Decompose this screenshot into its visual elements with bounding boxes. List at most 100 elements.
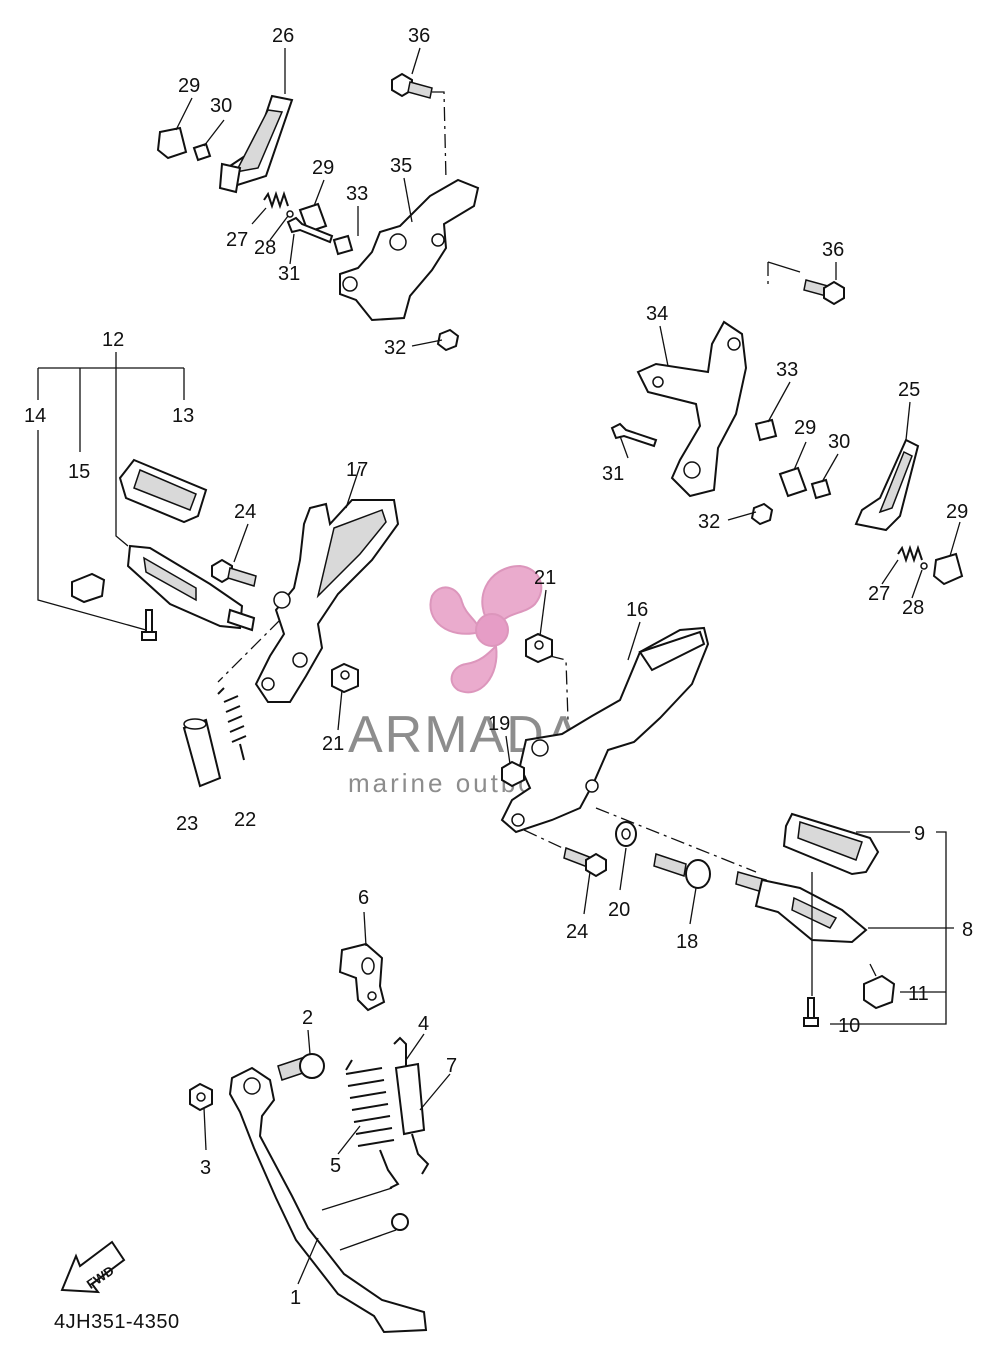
ball-28-top bbox=[286, 210, 294, 218]
spring-5 bbox=[345, 1059, 400, 1189]
callout-7: 7 bbox=[446, 1055, 457, 1077]
washer-20 bbox=[615, 821, 637, 847]
callout-28-right: 28 bbox=[902, 597, 924, 619]
plate-29-top-left bbox=[156, 126, 188, 160]
footrest-rubber-13 bbox=[118, 458, 208, 524]
plate-29-right bbox=[778, 466, 808, 498]
callout-33-right: 33 bbox=[776, 359, 798, 381]
callout-32-top: 32 bbox=[384, 337, 406, 359]
callout-33-top: 33 bbox=[346, 183, 368, 205]
callout-27-top: 27 bbox=[226, 229, 248, 251]
callout-labels: 26 36 29 30 29 35 33 27 28 31 32 36 34 3… bbox=[24, 25, 973, 1309]
plug-11 bbox=[863, 974, 896, 1010]
spring-22 bbox=[217, 687, 247, 761]
spring-4 bbox=[393, 1036, 430, 1175]
bolt-31-right bbox=[610, 422, 658, 448]
bolt-2 bbox=[277, 1053, 325, 1081]
plate-29-right-lower bbox=[932, 552, 964, 586]
damper-33-top bbox=[332, 234, 354, 256]
callout-9: 9 bbox=[914, 823, 925, 845]
bolt-36-top bbox=[391, 72, 433, 99]
bolt-10 bbox=[803, 997, 819, 1027]
propeller-logo-icon bbox=[429, 564, 543, 694]
bolt-36-right bbox=[803, 279, 845, 306]
callout-31-top: 31 bbox=[278, 263, 300, 285]
nut-32-top bbox=[436, 328, 460, 352]
pin-30-top bbox=[192, 142, 212, 162]
callout-26: 26 bbox=[272, 25, 294, 47]
bolt-31-top bbox=[286, 216, 334, 244]
callout-4: 4 bbox=[418, 1013, 429, 1035]
damper-33-right bbox=[754, 418, 778, 442]
callout-6: 6 bbox=[358, 887, 369, 909]
callout-31-right: 31 bbox=[602, 463, 624, 485]
callout-34: 34 bbox=[646, 303, 668, 325]
front-left-footrest-assembly bbox=[37, 352, 400, 788]
bracket-17 bbox=[254, 499, 400, 703]
callout-2: 2 bbox=[302, 1007, 313, 1029]
rear-right-footrest-assembly bbox=[610, 261, 964, 586]
callout-11: 11 bbox=[908, 983, 929, 1005]
rear-left-footrest-assembly bbox=[156, 72, 480, 352]
callout-23: 23 bbox=[176, 813, 198, 835]
callout-5: 5 bbox=[330, 1155, 341, 1177]
callout-16: 16 bbox=[626, 599, 648, 621]
fwd-arrow-icon: FWD bbox=[60, 1240, 126, 1294]
callout-21-right: 21 bbox=[534, 567, 556, 589]
sleeve-23 bbox=[182, 718, 222, 788]
callout-17: 17 bbox=[346, 459, 368, 481]
callout-27-right: 27 bbox=[868, 583, 890, 605]
callout-22: 22 bbox=[234, 809, 256, 831]
callout-29-right-lower: 29 bbox=[946, 501, 968, 523]
spring-27-top bbox=[263, 190, 289, 210]
ball-28-right bbox=[920, 562, 928, 570]
sidestand-assembly bbox=[189, 942, 430, 1334]
callout-36-top: 36 bbox=[408, 25, 430, 47]
spring-27-right bbox=[897, 544, 923, 564]
callout-15: 15 bbox=[68, 461, 90, 483]
callout-28-top: 28 bbox=[254, 237, 276, 259]
bracket-35 bbox=[339, 178, 480, 322]
callout-3: 3 bbox=[200, 1157, 211, 1179]
bolt-18 bbox=[653, 853, 711, 889]
callout-29-top-mid: 29 bbox=[312, 157, 334, 179]
ring-19 bbox=[501, 760, 525, 788]
plate-6 bbox=[338, 942, 386, 1012]
bolt-24-right bbox=[563, 846, 607, 878]
pin-30-right bbox=[810, 478, 832, 500]
sidestand-1 bbox=[228, 1066, 428, 1334]
callout-30-right: 30 bbox=[828, 431, 850, 453]
callout-10: 10 bbox=[838, 1015, 860, 1037]
bolt-24-left bbox=[211, 558, 257, 587]
callout-18: 18 bbox=[676, 931, 698, 953]
footrest-26 bbox=[218, 94, 294, 194]
callout-36-right: 36 bbox=[822, 239, 844, 261]
nut-3 bbox=[189, 1082, 213, 1112]
leader-lines bbox=[175, 47, 961, 1285]
callout-29-right: 29 bbox=[794, 417, 816, 439]
callout-29-top-left: 29 bbox=[178, 75, 200, 97]
callout-20: 20 bbox=[608, 899, 630, 921]
footrest-25 bbox=[854, 438, 920, 532]
callout-21-left: 21 bbox=[322, 733, 344, 755]
footrest-8 bbox=[735, 871, 868, 944]
nut-32-right bbox=[750, 502, 774, 526]
callout-19: 19 bbox=[488, 713, 510, 735]
bracket-34 bbox=[636, 320, 748, 498]
bracket-16 bbox=[500, 626, 710, 834]
callout-1: 1 bbox=[290, 1287, 301, 1309]
callout-24-right: 24 bbox=[566, 921, 588, 943]
callout-14: 14 bbox=[24, 405, 46, 427]
front-right-footrest-assembly bbox=[500, 626, 954, 1027]
callout-8: 8 bbox=[962, 919, 973, 941]
plug-15 bbox=[71, 572, 106, 604]
callout-13: 13 bbox=[172, 405, 194, 427]
diagram-code: 4JH351-4350 bbox=[54, 1311, 180, 1333]
callout-12: 12 bbox=[102, 329, 124, 351]
callout-30-top: 30 bbox=[210, 95, 232, 117]
footrest-rubber-9 bbox=[782, 812, 880, 876]
callout-24-left: 24 bbox=[234, 501, 256, 523]
callout-32-right: 32 bbox=[698, 511, 720, 533]
bolt-14 bbox=[141, 609, 157, 641]
